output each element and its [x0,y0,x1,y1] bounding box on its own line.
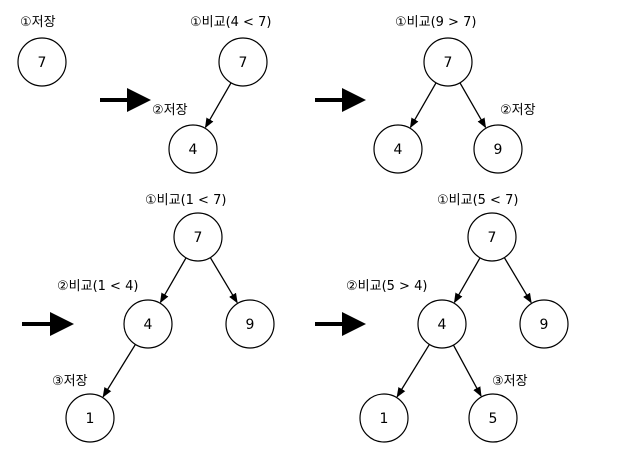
node-value: 9 [246,317,255,333]
node-value: 7 [38,55,47,71]
node-value: 1 [86,411,95,427]
panel-3-node-4: 4 [373,124,423,174]
panel-5-edge-a-b [453,257,481,304]
panel-5-node-5: 5 [468,393,518,443]
panel-5-edge-b-e [452,344,482,397]
panel-4-edge-a-b [159,257,187,304]
panel-3-edge-a-b [409,82,437,129]
node-circle [473,124,523,174]
panel-5-edge-b-d [396,344,430,398]
panel-2-node-4: 4 [168,124,218,174]
panel-5-edge-a-c [503,257,532,304]
panel-2-node-7: 7 [218,37,268,87]
node-circle [17,37,67,87]
node-circle [359,393,409,443]
node-circle [123,299,173,349]
panel-3-node-7: 7 [423,37,473,87]
panel-4-edge-a-c [209,257,238,304]
node-value: 4 [394,142,403,158]
node-value: 4 [144,317,153,333]
panel-3-step-label: ②저장 [500,103,536,118]
node-value: 7 [488,230,497,246]
panel-2-step-label: ①비교(4 < 7) [190,15,271,30]
node-value: 1 [380,411,389,427]
node-value: 7 [444,55,453,71]
panel-5-step-label: ①비교(5 < 7) [437,193,518,208]
node-value: 9 [494,142,503,158]
panel-5-step-label: ③저장 [492,374,528,389]
panel-1-node-7: 7 [17,37,67,87]
node-circle [173,212,223,262]
node-circle [168,124,218,174]
node-value: 7 [194,230,203,246]
panel-3-step-label: ①비교(9 > 7) [395,15,476,30]
node-value: 9 [540,317,549,333]
panel-1-step-label: ①저장 [20,15,56,30]
node-circle [65,393,115,443]
node-circle [423,37,473,87]
node-circle [225,299,275,349]
node-circle [373,124,423,174]
panel-4-step-label: ②비교(1 < 4) [57,279,138,294]
node-circle [468,393,518,443]
node-value: 5 [489,411,498,427]
panel-4-node-7: 7 [173,212,223,262]
node-value: 4 [438,317,447,333]
panel-4-node-9: 9 [225,299,275,349]
node-value: 4 [189,142,198,158]
panel-5-step-label: ②비교(5 > 4) [346,279,427,294]
node-value: 7 [239,55,248,71]
panel-5-node-7: 7 [467,212,517,262]
panel-3-edge-a-c [459,82,487,129]
node-circle [519,299,569,349]
panel-2-edge-a-b [204,82,232,129]
panel-4-node-1: 1 [65,393,115,443]
panel-5-node-4: 4 [417,299,467,349]
panel-4-step-label: ③저장 [52,374,88,389]
node-circle [218,37,268,87]
node-circle [467,212,517,262]
node-circle [417,299,467,349]
panel-4-step-label: ①비교(1 < 7) [145,193,226,208]
panel-3-node-9: 9 [473,124,523,174]
panel-4-edge-b-d [102,344,136,398]
panel-5-node-9: 9 [519,299,569,349]
panel-5-node-1: 1 [359,393,409,443]
panel-2-step-label: ②저장 [152,103,188,118]
panel-4-node-4: 4 [123,299,173,349]
